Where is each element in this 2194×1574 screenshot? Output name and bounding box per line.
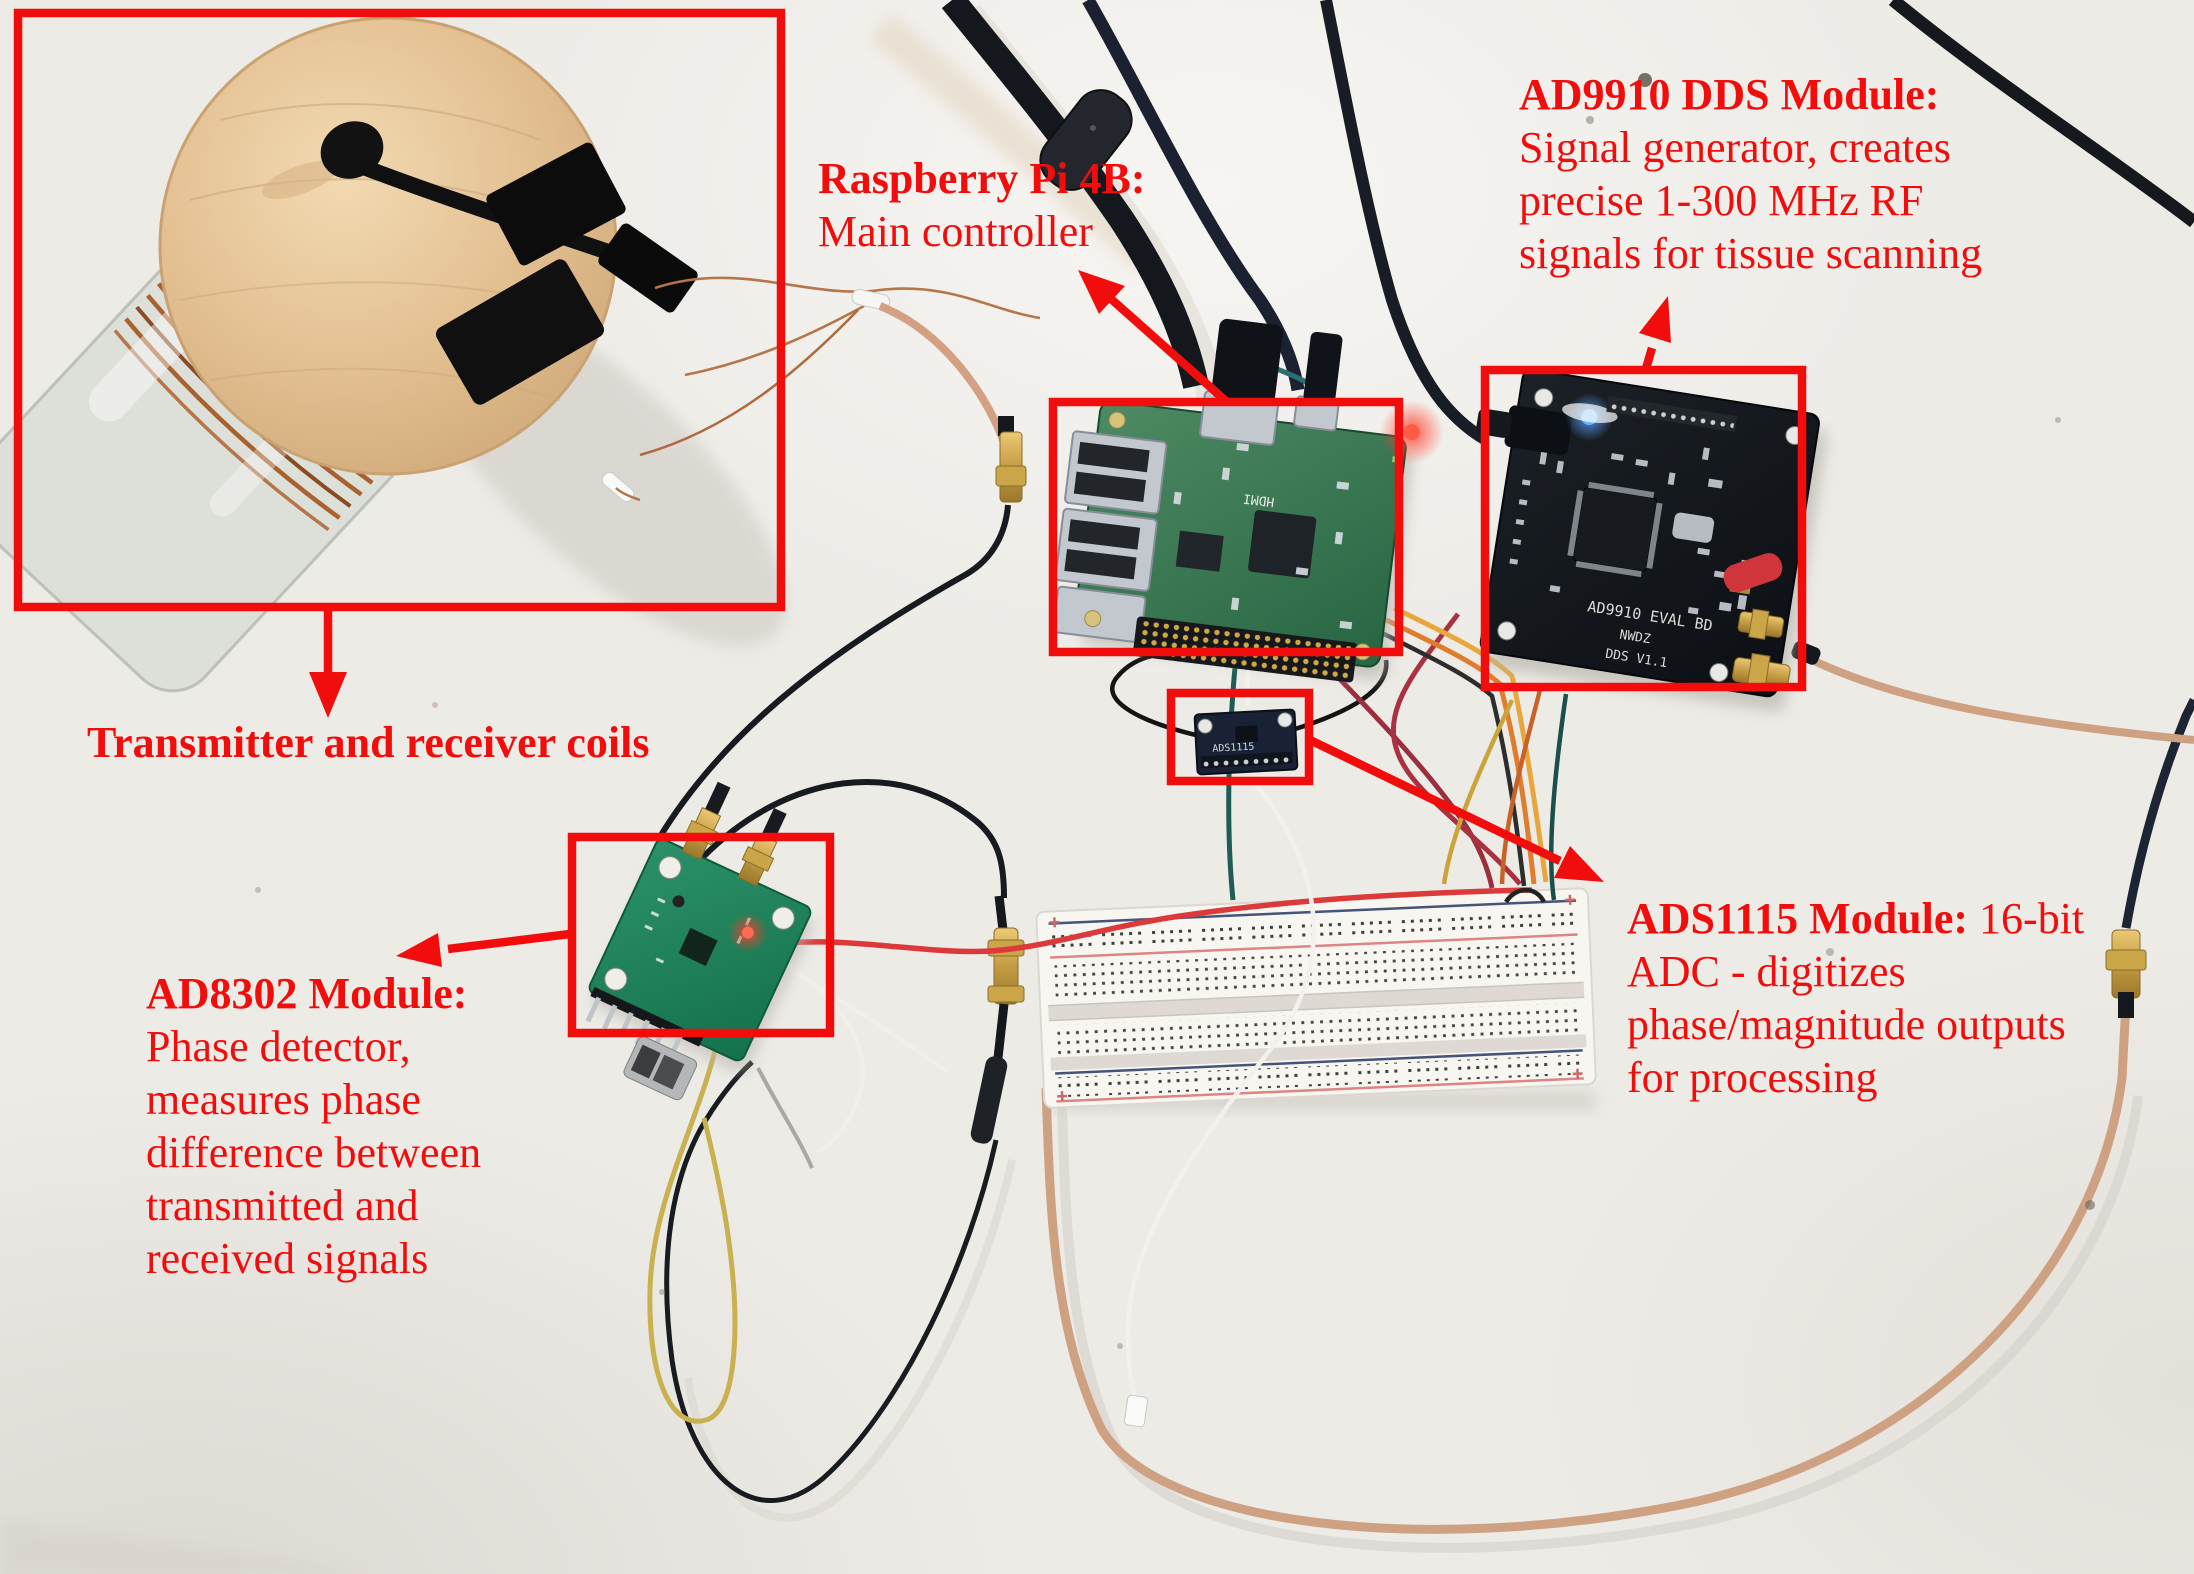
- hdmi-plug: [1211, 318, 1283, 405]
- jumper-wires: [750, 605, 1569, 1428]
- label-rpi-body: Main controller: [818, 207, 1093, 256]
- annotation-arrow-dds: [1640, 346, 1657, 374]
- breadboard: [1035, 887, 1597, 1109]
- arrowhead-rpi: [1078, 270, 1125, 314]
- ad8302-chip: [678, 927, 718, 966]
- label-coils-title: Transmitter and receiver coils: [87, 718, 650, 767]
- ad9910-chip: [1572, 487, 1658, 572]
- label-ads-body-3: for processing: [1627, 1053, 1878, 1102]
- annotation-arrowheads: [309, 270, 1671, 967]
- jar-with-coils: [0, 16, 698, 693]
- label-ad8302-body-1: Phase detector,: [146, 1022, 411, 1071]
- ads-silkscreen: ADS1115: [1212, 742, 1255, 755]
- arrowhead-ads: [1554, 846, 1604, 882]
- ads1115-chip: [1235, 725, 1258, 743]
- navy-coax: [2121, 697, 2194, 929]
- label-ads: ADS1115 Module: 16-bit ADC - digitizes p…: [1627, 892, 2084, 1104]
- annotation-overlays: [13, 8, 1807, 1038]
- label-dds-body-2: precise 1-300 MHz RF: [1519, 176, 1924, 225]
- arrowhead-dds: [1639, 296, 1671, 343]
- black-coax-loop: [664, 1060, 999, 1503]
- white-wire: [1125, 778, 1316, 1400]
- right-edge-sma: [2105, 929, 2147, 1018]
- label-dds-body-1: Signal generator, creates: [1519, 123, 1951, 172]
- label-ad8302-body-2: measures phase: [146, 1075, 421, 1124]
- black-tape: [486, 142, 626, 266]
- label-rpi-title: Raspberry Pi 4B:: [818, 154, 1146, 203]
- annotation-arrow-ads: [1308, 736, 1562, 865]
- ferrite-bead: [1039, 89, 1133, 191]
- label-dds: AD9910 DDS Module: Signal generator, cre…: [1519, 68, 1982, 280]
- label-dds-body-3: signals for tissue scanning: [1519, 229, 1983, 278]
- annotation-arrow-rpi: [1107, 294, 1230, 406]
- label-ad8302-body-4: transmitted and: [146, 1181, 419, 1230]
- rf-coax-b: [700, 778, 1007, 899]
- label-ads-body-1: ADC - digitizes: [1627, 947, 1906, 996]
- ad8302-board: [585, 781, 814, 1101]
- label-dds-title: AD9910 DDS Module:: [1519, 70, 1940, 119]
- annotation-arrow-ad8302: [447, 929, 571, 954]
- dc-power-jack: [1504, 405, 1573, 456]
- black-tape: [598, 223, 698, 313]
- raspberry-pi-board: HDMI: [1052, 318, 1444, 683]
- dds-power-cable: [1320, 0, 1490, 446]
- label-coils: Transmitter and receiver coils: [87, 716, 650, 769]
- dust-specks: [255, 73, 2095, 1349]
- usb-cable: [941, 0, 1209, 389]
- label-ads-body-2: phase/magnitude outputs: [1627, 1000, 2066, 1049]
- sma-coupler: [970, 895, 1025, 1144]
- label-ads-title: ADS1115 Module:: [1627, 894, 1969, 943]
- annotation-box-ad8302: [567, 832, 835, 1038]
- pi-hdmi-silkscreen: HDMI: [1242, 490, 1275, 509]
- zip-tie: [358, 160, 622, 262]
- dds-out-coax: [1800, 651, 2194, 744]
- arrowhead-coils: [309, 672, 347, 718]
- label-ad8302: AD8302 Module: Phase detector, measures …: [146, 967, 481, 1285]
- label-ad8302-body-5: received signals: [146, 1234, 429, 1283]
- black-tape: [435, 259, 605, 405]
- micro-usb-plug: [1303, 331, 1343, 404]
- soc-chip: [1248, 510, 1317, 579]
- label-rpi: Raspberry Pi 4B: Main controller: [818, 152, 1146, 258]
- corner-cable: [1888, 0, 2194, 228]
- label-ad8302-body-3: difference between: [146, 1128, 482, 1177]
- arrowhead-ad8302: [396, 933, 442, 967]
- red-wire: [755, 887, 1533, 955]
- inline-adapter: [970, 1056, 1008, 1144]
- breadboard-plus-marks: [1049, 894, 1583, 1102]
- annotation-box-coils: [13, 8, 786, 612]
- red-sma-cap: [1723, 553, 1783, 593]
- coil-leads: [639, 276, 1041, 457]
- ad9910-dds-board: AD9910 EVAL BD NWDZ DDS V1.1: [1476, 368, 1827, 712]
- annotation-box-ads: [1166, 688, 1314, 786]
- label-ad8302-title: AD8302 Module:: [146, 969, 468, 1018]
- label-ads-title-suffix: 16-bit: [1968, 894, 2085, 943]
- ads1115-board: ADS1115: [1193, 708, 1299, 776]
- crystal-oscillator: [1672, 512, 1715, 543]
- dds-silkscreen-2: NWDZ: [1618, 628, 1651, 648]
- tan-coax-loop: [1041, 1001, 2131, 1534]
- gray-wire: [756, 1067, 814, 1169]
- rf-coax-a: [655, 504, 1011, 842]
- yellow-wire: [647, 1037, 738, 1424]
- pi-sma-adapter: [995, 431, 1027, 503]
- power-cable: [1082, 0, 1305, 392]
